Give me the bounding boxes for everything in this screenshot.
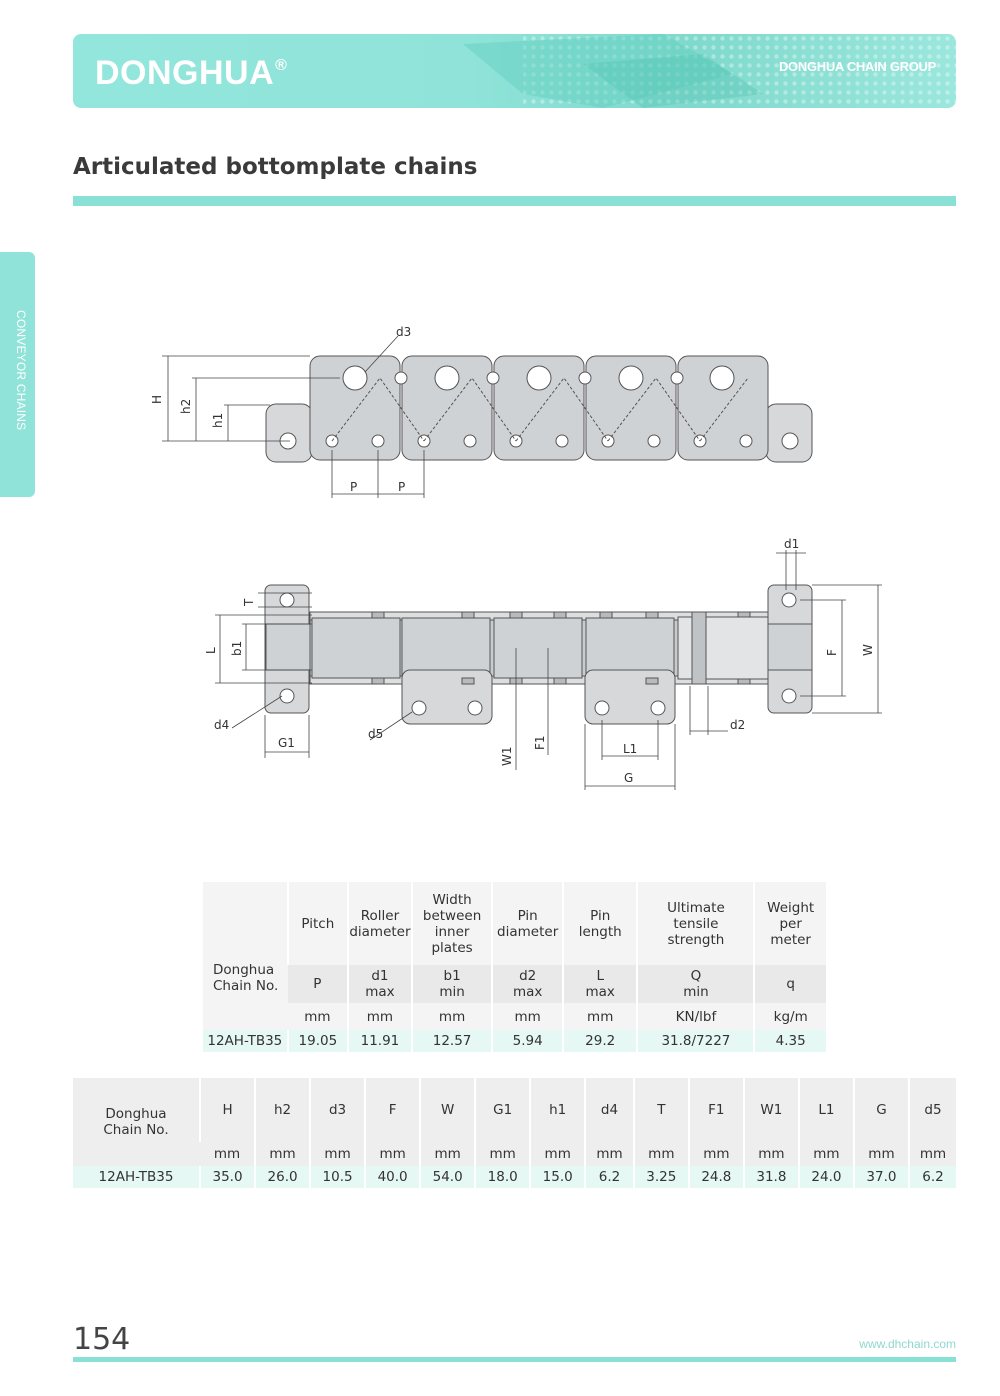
svg-text:G1: G1 xyxy=(278,736,295,750)
svg-text:h2: h2 xyxy=(179,399,193,414)
page-title: Articulated bottomplate chains xyxy=(73,154,478,180)
website-link[interactable]: www.dhchain.com xyxy=(859,1337,956,1351)
header-banner: DONGHUA® DONGHUA CHAIN GROUP xyxy=(73,34,956,108)
svg-text:G: G xyxy=(624,771,633,785)
technical-drawing: d3 H h2 h1 P P xyxy=(150,325,882,790)
title-divider xyxy=(73,196,956,206)
side-section-label: CONVEYOR CHAINS xyxy=(14,310,28,431)
brand-logo: DONGHUA® xyxy=(95,54,288,92)
svg-text:F: F xyxy=(825,649,839,656)
svg-text:h1: h1 xyxy=(211,413,225,428)
top-view xyxy=(215,550,882,790)
svg-text:d5: d5 xyxy=(368,727,383,741)
svg-text:T: T xyxy=(242,598,256,607)
svg-text:b1: b1 xyxy=(230,641,244,656)
decorative-dot-pattern xyxy=(463,34,956,108)
svg-text:d3: d3 xyxy=(396,325,411,339)
group-name: DONGHUA CHAIN GROUP xyxy=(778,59,936,74)
footer-divider xyxy=(73,1357,956,1362)
spec-table-1: Donghua Chain No. Pitch Roller diameter … xyxy=(203,882,826,1052)
svg-text:P: P xyxy=(398,480,405,494)
svg-text:F1: F1 xyxy=(533,735,547,750)
svg-text:d4: d4 xyxy=(214,718,229,732)
svg-text:d1: d1 xyxy=(784,537,799,551)
spec-table-2: Donghua Chain No. H h2 d3 F W G1 h1 d4 T… xyxy=(73,1078,956,1188)
svg-text:d2: d2 xyxy=(730,718,745,732)
chain-no-header: Donghua Chain No. xyxy=(203,882,288,1030)
svg-text:W: W xyxy=(861,644,875,656)
svg-text:L: L xyxy=(204,647,218,654)
chain-no-header: Donghua Chain No. xyxy=(73,1078,200,1166)
page-number: 154 xyxy=(73,1322,131,1357)
side-section-tab xyxy=(0,252,35,497)
svg-text:P: P xyxy=(350,480,357,494)
svg-text:L1: L1 xyxy=(623,742,637,756)
table-row: 12AH-TB35 19.05 11.91 12.57 5.94 29.2 31… xyxy=(203,1030,826,1052)
svg-text:W1: W1 xyxy=(500,747,514,767)
svg-text:H: H xyxy=(150,395,164,404)
side-view xyxy=(162,335,813,498)
table-row: 12AH-TB35 35.0 26.0 10.5 40.0 54.0 18.0 … xyxy=(73,1166,956,1188)
